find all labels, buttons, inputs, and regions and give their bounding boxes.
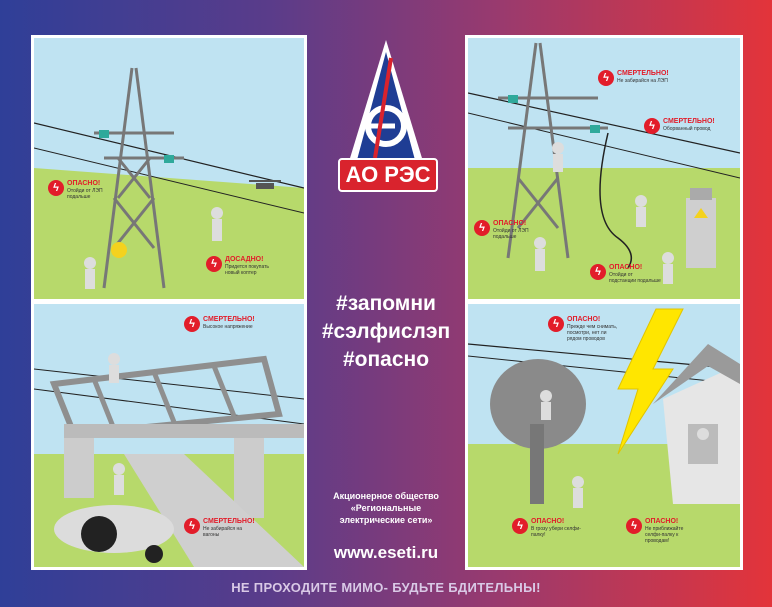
- lightning-bolt-icon: ϟ: [626, 518, 642, 534]
- warning-p1-danger: ϟ ОПАСНО! Отойди от ЛЭП подальше: [48, 180, 119, 200]
- lightning-bolt-icon: ϟ: [184, 518, 200, 534]
- tree: [490, 359, 586, 449]
- lightning-bolt-icon: ϟ: [598, 70, 614, 86]
- lightning-bolt-icon: ϟ: [512, 518, 528, 534]
- warning-p3-climb: ϟ СМЕРТЕЛЬНО! Не забирайся на ЛЭП: [598, 70, 669, 86]
- warning-p3-broken-wire: ϟ СМЕРТЕЛЬНО! Оборванный провод: [644, 118, 715, 134]
- lightning-bolt: [617, 308, 684, 455]
- hashtag: #опасно: [342, 348, 430, 371]
- warning-p4-storm: ϟ ОПАСНО! В грозу убери селфи-палку!: [512, 518, 583, 538]
- logo-text: АО РЭС: [338, 158, 438, 192]
- warning-p3-substation: ϟ ОПАСНО! Отойди от подстанции подальше: [590, 264, 661, 284]
- hashtag: #запомни: [336, 292, 436, 315]
- lightning-bolt-icon: ϟ: [474, 220, 490, 236]
- warning-p4-selfie-stick: ϟ ОПАСНО! Не приближайте селфи-палку к п…: [626, 518, 697, 544]
- website-link[interactable]: www.eseti.ru: [333, 543, 439, 562]
- scene-tower-drone: [34, 38, 304, 299]
- company-logo: [347, 40, 425, 168]
- lightning-bolt-icon: ϟ: [48, 180, 64, 196]
- panel-power-line-drone: ϟ ОПАСНО! Отойди от ЛЭП подальше ϟ ДОСАД…: [34, 38, 304, 299]
- hashtag: #сэлфислэп: [321, 320, 451, 343]
- pikachu-figure: [111, 242, 127, 258]
- footer-slogan: НЕ ПРОХОДИТЕ МИМО- БУДЬТЕ БДИТЕЛЬНЫ!: [231, 580, 541, 595]
- panel-tree-lightning-house: ϟ ОПАСНО! Прежде чем снимать, посмотри, …: [468, 304, 740, 567]
- scene-tree-lightning: [468, 304, 740, 567]
- lightning-bolt-icon: ϟ: [644, 118, 660, 134]
- hashtags: #запомни #сэлфислэп #опасно: [318, 290, 454, 374]
- warning-p2-railcars: ϟ СМЕРТЕЛЬНО! Не забирайся на вагоны: [184, 518, 255, 538]
- lightning-bolt-icon: ϟ: [206, 256, 222, 272]
- panel-bridge-train: ϟ СМЕРТЕЛЬНО! Высокое напряжение ϟ СМЕРТ…: [34, 304, 304, 567]
- scene-tower-substation: [468, 38, 740, 299]
- scene-bridge-train: [34, 304, 304, 567]
- lightning-bolt-icon: ϟ: [184, 316, 200, 332]
- panel-tower-substation: ϟ СМЕРТЕЛЬНО! Не забирайся на ЛЭП ϟ СМЕР…: [468, 38, 740, 299]
- warning-p4-check-wires: ϟ ОПАСНО! Прежде чем снимать, посмотри, …: [548, 316, 619, 342]
- lightning-bolt-icon: ϟ: [548, 316, 564, 332]
- warning-p1-annoying: ϟ ДОСАДНО! Придется покупать новый копте…: [206, 256, 277, 276]
- warning-p2-high-voltage: ϟ СМЕРТЕЛЬНО! Высокое напряжение: [184, 316, 255, 332]
- warning-p3-line: ϟ ОПАСНО! Отойди от ЛЭП подальше: [474, 220, 545, 240]
- organization-name: Акционерное общество «Региональные элект…: [333, 491, 439, 525]
- drone: [249, 180, 281, 189]
- lightning-bolt-icon: ϟ: [590, 264, 606, 280]
